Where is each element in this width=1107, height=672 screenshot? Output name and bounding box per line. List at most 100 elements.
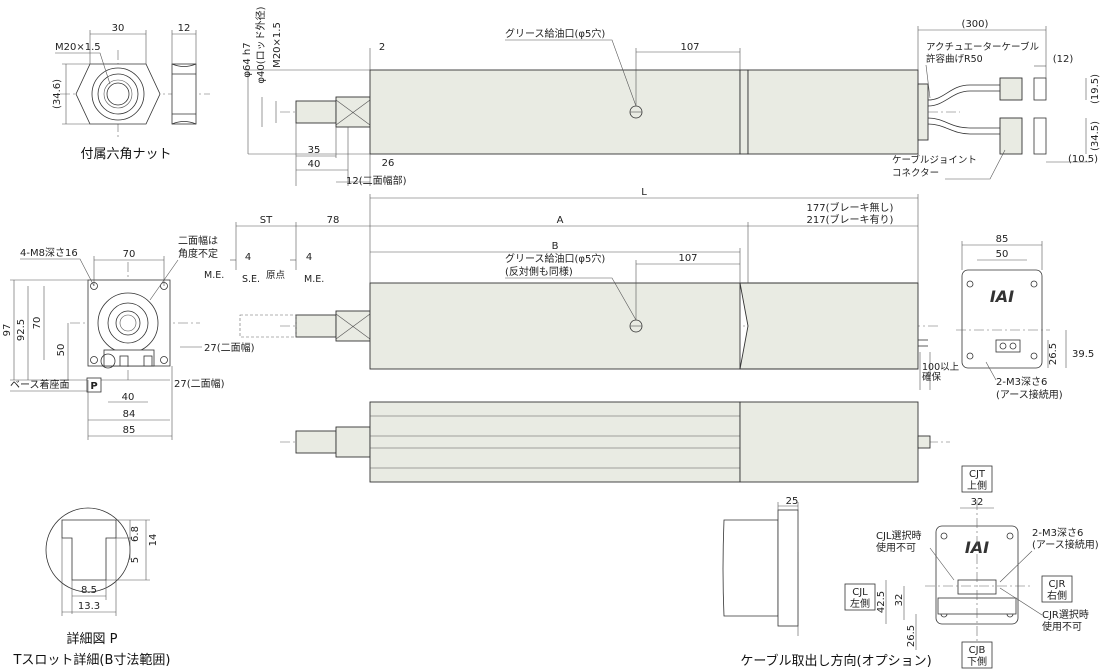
grease-port-label-main: グリース給油口(φ5穴) <box>505 252 605 265</box>
front-height-97: 97 <box>2 324 13 337</box>
rod-end-dim: 35 <box>308 145 321 156</box>
nut-thickness-dim: 12 <box>178 23 191 34</box>
slot-depth-14: 14 <box>148 534 159 547</box>
motor-length-brake: 217(ブレーキ有り) <box>807 213 894 226</box>
front-tap-label: 4-M8深さ16 <box>20 247 78 259</box>
option-iai-logo: IAI <box>965 538 989 557</box>
option-height-26-5: 26.5 <box>906 625 917 647</box>
nut-width-dim: 30 <box>112 23 125 34</box>
motor-length-no-brake: 177(ブレーキ無し) <box>807 201 894 214</box>
mechanical-end-2: M.E. <box>304 274 324 285</box>
connector-length-dim: (12) <box>1053 54 1074 65</box>
grease-port-label: グリース給油口(φ5穴) <box>505 27 605 40</box>
cjl-note-1: CJL選択時 <box>876 529 922 542</box>
option-width-32: 32 <box>971 497 984 508</box>
cjl-note-2: 使用不可 <box>876 541 916 554</box>
cjr-label: 右側 <box>1047 589 1067 602</box>
cjl-code: CJL <box>852 587 868 598</box>
front-bolt-pitch: 70 <box>123 249 136 260</box>
cjt-label: 上側 <box>967 479 987 492</box>
connector-offset-dim: (10.5) <box>1068 154 1098 165</box>
base-seat-label: ベース着座面 <box>10 378 70 391</box>
grease-port-note-main: (反対側も同様) <box>505 265 573 278</box>
cjr-code: CJR <box>1049 579 1066 590</box>
cjb-code: CJB <box>969 645 986 656</box>
front-slot-pitch: 40 <box>122 392 135 403</box>
slot-depth-6-8: 6.8 <box>130 526 141 542</box>
rear-tap-label: 2-M3深さ6 <box>996 376 1047 388</box>
flat-offset-dim: 26 <box>382 158 395 169</box>
flat-width-dim: 12(二面幅部) <box>346 174 407 187</box>
nut-across-corners-dim: (34.6) <box>52 79 63 109</box>
side-view: 100以上 確保 L A 177(ブレーキ無し) 217(ブレーキ有り) B S… <box>204 187 960 390</box>
front-width-84: 84 <box>123 409 136 420</box>
grease-distance-main: 107 <box>678 253 697 264</box>
cable-clearance-1: 100以上 <box>922 362 960 373</box>
rear-iai-logo: IAI <box>990 287 1014 306</box>
connector-height-2-dim: (34.5) <box>1090 121 1101 151</box>
cable-length-dim: (300) <box>962 19 989 30</box>
dim-78: 78 <box>327 215 340 226</box>
rear-tap-note: (アース接続用) <box>996 388 1063 401</box>
rear-view: IAI 85 50 26.5 39.5 2-M3深さ6 (アース接続用) <box>956 234 1094 401</box>
flat-angle-note-2: 角度不定 <box>178 247 218 260</box>
cjl-label: 左側 <box>850 597 870 610</box>
hex-nut-view: 30 12 M20×1.5 (34.6) 付属六角ナット <box>52 23 210 162</box>
cjr-note-2: 使用不可 <box>1042 620 1082 633</box>
mechanical-end-1: M.E. <box>204 270 224 281</box>
connector-label-1: ケーブルジョイント <box>892 154 977 166</box>
rear-width-50: 50 <box>996 249 1009 260</box>
cable-bend-label-1: アクチュエーターケーブル <box>926 41 1039 53</box>
overall-length-L: L <box>641 187 647 198</box>
cable-bend-label-2: 許容曲げR50 <box>926 53 983 65</box>
origin: 原点 <box>266 270 286 281</box>
cjr-note-1: CJR選択時 <box>1042 608 1089 621</box>
nut-thread-dim: M20×1.5 <box>55 42 101 53</box>
cjb-label: 下側 <box>967 655 987 668</box>
stroke-dim: ST <box>260 215 273 226</box>
me-offset-1: 4 <box>245 252 251 263</box>
option-height-42-5: 42.5 <box>876 591 887 613</box>
rod-diameter-dim: φ40(ロッド外径) <box>254 6 267 83</box>
flange-gap-dim: 2 <box>379 42 385 53</box>
rear-height-26-5: 26.5 <box>1048 343 1059 365</box>
slot-width-13-3: 13.3 <box>78 601 100 612</box>
rod-thread-dim: M20×1.5 <box>272 22 283 68</box>
detail-subcaption: Tスロット詳細(B寸法範囲) <box>12 652 170 668</box>
me-offset-2: 4 <box>306 252 312 263</box>
detail-P: 6.8 14 5 8.5 13.3 詳細図 P Tスロット詳細(B寸法範囲) <box>12 507 171 668</box>
cjt-code: CJT <box>969 469 986 480</box>
detail-caption: 詳細図 P <box>67 631 118 647</box>
top-view: φ64 h7 φ40(ロッド外径) M20×1.5 2 35 40 26 12(… <box>242 6 1101 187</box>
cable-option-views: 25 ケーブル取出し方向(オプション) IAI 32 32 42.5 26.5 … <box>722 465 1099 669</box>
nut-flat-width: 27(二面幅) <box>174 377 225 390</box>
front-height-70: 70 <box>32 317 43 330</box>
flat-angle-note-1: 二面幅は <box>178 234 218 247</box>
slot-depth-5: 5 <box>130 557 141 563</box>
dim-B: B <box>552 241 559 252</box>
option-height-32: 32 <box>894 594 905 607</box>
rod-length-dim: 40 <box>308 159 321 170</box>
grease-distance-dim: 107 <box>680 42 699 53</box>
rear-width-85: 85 <box>996 234 1009 245</box>
connector-height-1-dim: (19.5) <box>1090 74 1101 104</box>
stroke-end: S.E. <box>242 274 260 285</box>
option-caption: ケーブル取出し方向(オプション) <box>740 653 931 669</box>
cable-clearance-2: 確保 <box>922 371 942 383</box>
dim-A: A <box>557 215 564 226</box>
rod-flat-width: 27(二面幅) <box>204 341 255 354</box>
slot-width-8-5: 8.5 <box>81 585 97 596</box>
option-depth-25: 25 <box>786 496 799 507</box>
nut-caption: 付属六角ナット <box>80 147 171 162</box>
front-view: 4-M8深さ16 70 二面幅は 角度不定 97 92.5 70 50 27(二… <box>2 234 255 440</box>
option-tap-note: (アース接続用) <box>1032 538 1099 551</box>
connector-label-2: コネクター <box>892 168 939 179</box>
front-width-85: 85 <box>123 425 136 436</box>
rear-height-39-5: 39.5 <box>1072 349 1094 360</box>
front-height-50: 50 <box>56 344 67 357</box>
option-tap-label: 2-M3深さ6 <box>1032 527 1083 539</box>
bottom-view <box>280 401 950 483</box>
tube-diameter-dim: φ64 h7 <box>242 42 253 77</box>
